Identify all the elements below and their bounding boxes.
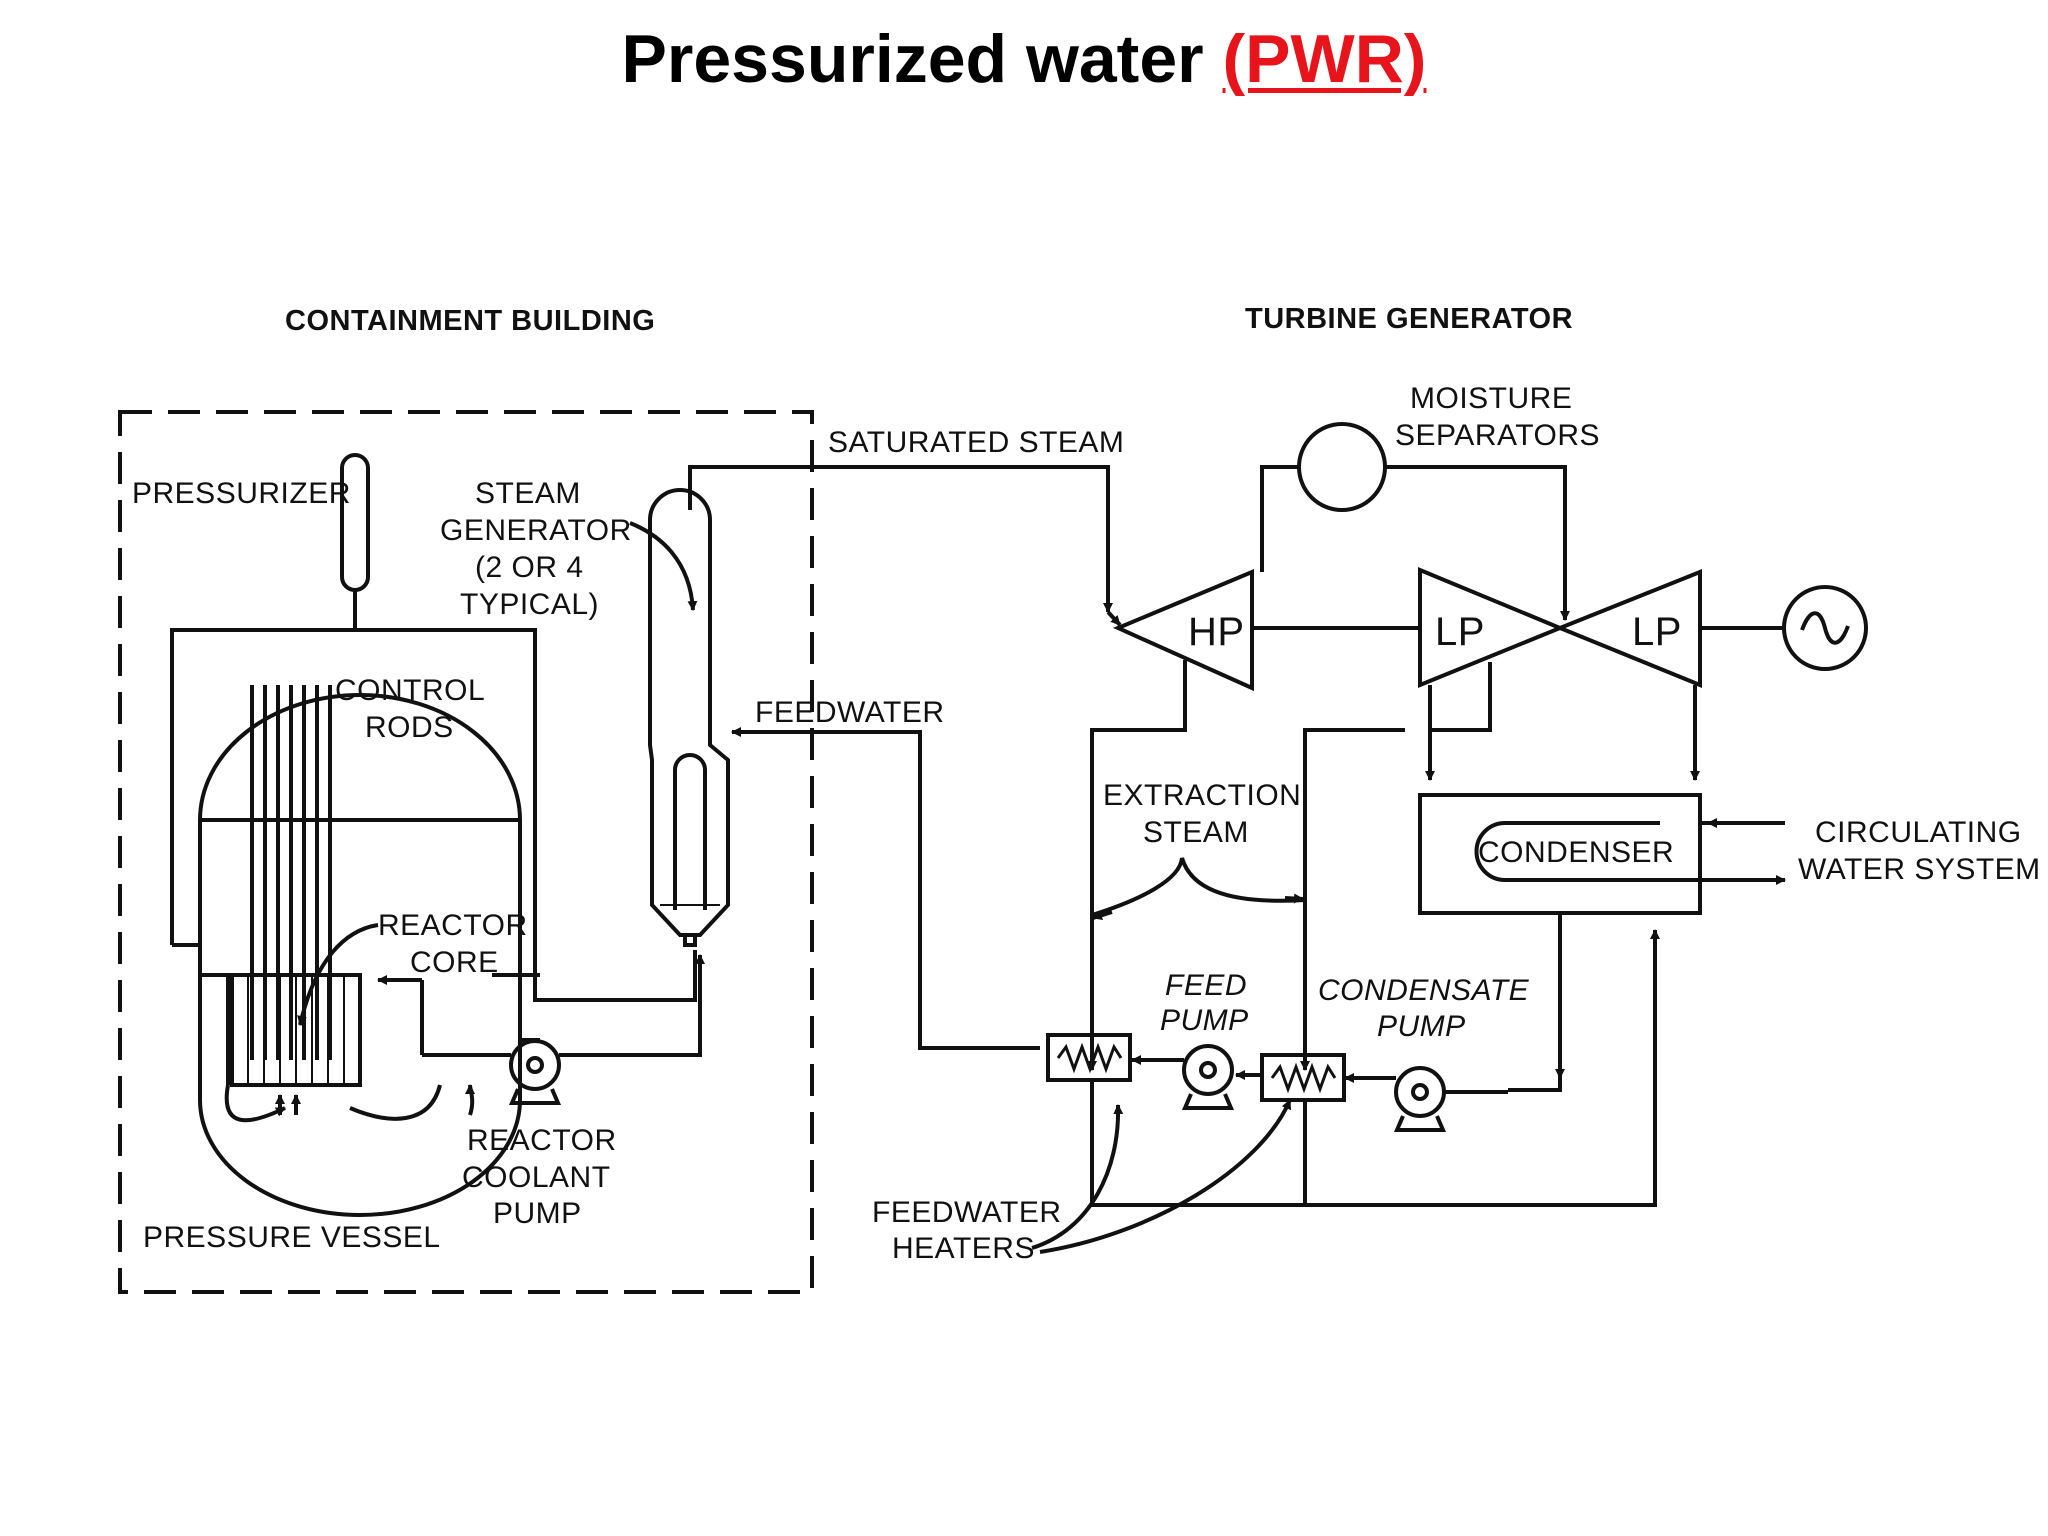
label-reactor-core-1: REACTOR xyxy=(378,909,528,942)
label-steam-generator-2: GENERATOR xyxy=(440,514,632,547)
label-control-rods-2: RODS xyxy=(365,711,454,744)
label-reactor-coolant-pump-3: PUMP xyxy=(493,1197,582,1230)
label-moisture-separators-1: MOISTURE xyxy=(1410,382,1572,415)
extraction-steam-brace xyxy=(1091,857,1306,917)
control-rods xyxy=(250,685,332,1060)
label-reactor-coolant-pump-2: COOLANT xyxy=(462,1161,611,1194)
label-feedwater-heaters-1: FEEDWATER xyxy=(872,1196,1062,1229)
label-lp-right: LP xyxy=(1632,610,1682,654)
label-feed-pump-1: FEED xyxy=(1165,969,1247,1002)
label-condensate-pump-2: PUMP xyxy=(1377,1010,1466,1043)
label-pressure-vessel: PRESSURE VESSEL xyxy=(143,1221,441,1254)
label-pressurizer: PRESSURIZER xyxy=(132,477,351,510)
feedwater-heater-1 xyxy=(1046,1033,1132,1082)
page-title: Pressurized water (PWR) xyxy=(0,14,2048,104)
label-condensate-pump-1: CONDENSATE xyxy=(1318,974,1530,1007)
containment-boundary xyxy=(118,410,814,1294)
label-turbine-generator: TURBINE GENERATOR xyxy=(1245,303,1573,335)
label-feedwater: FEEDWATER xyxy=(755,696,945,729)
label-reactor-core-2: CORE xyxy=(410,946,499,979)
pressurizer xyxy=(340,453,370,592)
label-condenser: CONDENSER xyxy=(1478,836,1674,869)
label-moisture-separators-2: SEPARATORS xyxy=(1395,419,1600,452)
steam-generator xyxy=(648,488,730,937)
condensate-pump xyxy=(1394,1066,1446,1118)
label-lp-left: LP xyxy=(1435,610,1485,654)
label-circulating-water-2: WATER SYSTEM xyxy=(1798,853,2041,886)
label-control-rods-1: CONTROL xyxy=(335,674,485,707)
pressure-vessel xyxy=(198,692,522,975)
label-saturated-steam: SATURATED STEAM xyxy=(828,426,1124,459)
primary-loop-pipe xyxy=(170,628,697,1002)
label-feed-pump-2: PUMP xyxy=(1160,1004,1249,1037)
moisture-separator xyxy=(1297,422,1387,512)
label-extraction-steam-1: EXTRACTION xyxy=(1103,779,1301,812)
label-extraction-steam-2: STEAM xyxy=(1143,816,1249,849)
label-hp: HP xyxy=(1188,610,1245,654)
feedwater-line xyxy=(731,727,1040,1050)
label-steam-generator-4: TYPICAL) xyxy=(460,588,599,621)
label-steam-generator-1: STEAM xyxy=(475,477,581,510)
label-feedwater-heaters-2: HEATERS xyxy=(892,1232,1035,1265)
label-containment-building: CONTAINMENT BUILDING xyxy=(285,305,655,337)
feed-pump xyxy=(1182,1044,1234,1096)
label-steam-generator-3: (2 OR 4 xyxy=(475,551,584,584)
title-main: Pressurized water xyxy=(621,21,1204,97)
saturated-steam-line xyxy=(688,465,1113,613)
label-circulating-water-1: CIRCULATING xyxy=(1815,816,2022,849)
label-reactor-coolant-pump-1: REACTOR xyxy=(467,1124,617,1157)
ac-generator-icon xyxy=(1782,585,1868,671)
title-accent: (PWR) xyxy=(1222,21,1427,97)
